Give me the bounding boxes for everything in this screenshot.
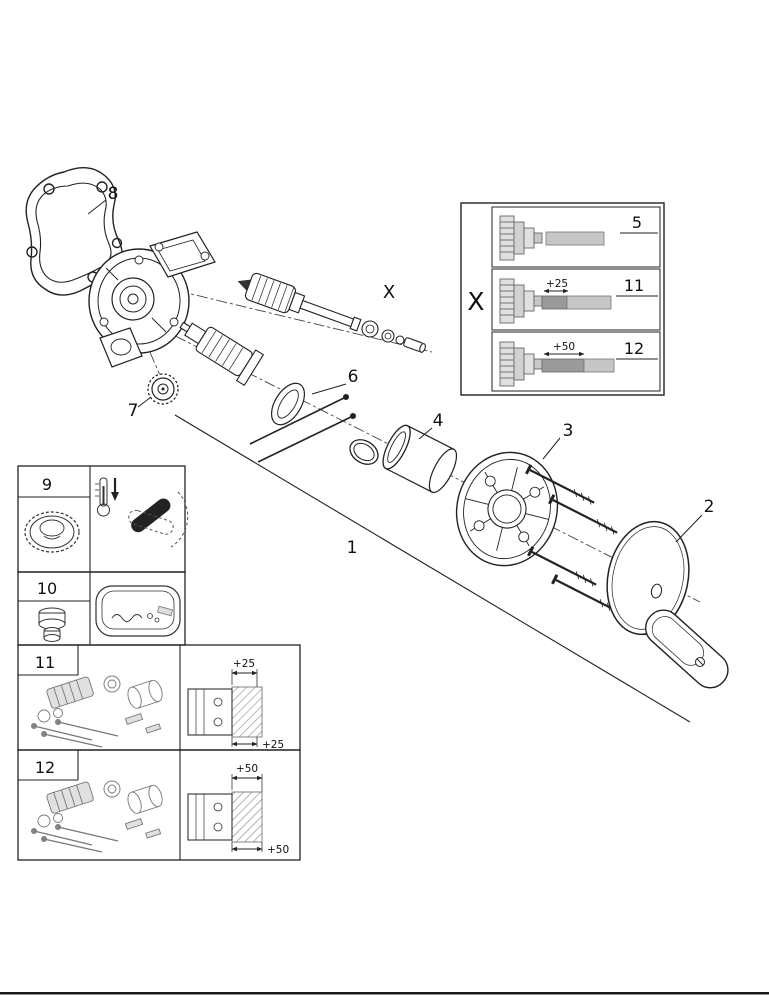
callout-6: 6: [348, 367, 359, 387]
variant-label-11: 11: [624, 276, 644, 295]
handle-adjust-icon: [128, 491, 189, 548]
limiter-cap-icon: [24, 511, 80, 553]
callout-2: 2: [704, 497, 715, 517]
variant-row-5: 5: [499, 213, 658, 261]
escutcheon-part-2: [606, 520, 729, 689]
variant-row-12: +50 12: [499, 339, 658, 387]
cartridge-icon: [499, 215, 543, 261]
leader-3: [542, 437, 561, 460]
wall-plate-part-3: [455, 451, 559, 567]
variant-row-11: +25 11: [499, 276, 658, 324]
variant-box-label: X: [467, 287, 484, 316]
bathtub-icon: [95, 585, 181, 637]
dim-11-top: +25: [233, 658, 255, 670]
callout-7: 7: [128, 401, 139, 421]
parts-cluster-12: [31, 780, 163, 853]
thermometer-icon: [95, 477, 119, 517]
sleeve-part-4: [382, 424, 458, 494]
cartridge-part-6: [179, 321, 356, 463]
callout-x: X: [383, 282, 395, 303]
section-diagram-11: +25 +25: [187, 658, 284, 751]
dim-12-top: +50: [236, 763, 258, 775]
spindle-assembly: [237, 272, 426, 353]
cartridge-icon: [499, 341, 543, 387]
inset-label-12: 12: [35, 758, 55, 777]
inset-box-12: [17, 749, 301, 861]
knob-part-7: [147, 373, 179, 405]
leader-2: [675, 514, 703, 543]
assembly-axis-line: [174, 414, 691, 723]
dim-plus25: +25: [546, 278, 568, 290]
cartridge-icon: [499, 278, 543, 324]
callout-1: 1: [347, 538, 358, 558]
inset-label-11: 11: [35, 653, 55, 672]
lever-handle: [645, 609, 729, 689]
handle-screw: [695, 657, 705, 667]
leader-6: [311, 383, 347, 395]
oring-part: [349, 439, 379, 465]
cartridge-screws: [249, 394, 356, 463]
leader-4: [418, 427, 433, 440]
leader-8: [87, 199, 107, 215]
callout-8: 8: [108, 184, 119, 204]
valve-body: [88, 231, 216, 368]
page-bottom-rule: [0, 992, 769, 995]
leader-7: [137, 396, 152, 408]
variant-label-12: 12: [624, 339, 644, 358]
callout-4: 4: [433, 411, 444, 431]
adaptor-part-icon: [38, 607, 66, 642]
dim-plus50: +50: [553, 341, 575, 353]
variant-label-5: 5: [632, 213, 642, 232]
variant-box: [460, 202, 665, 396]
callout-3: 3: [563, 421, 574, 441]
inset-label-10: 10: [37, 579, 57, 598]
section-diagram-12: +50 +50: [187, 763, 289, 856]
dim-12-bottom: +50: [267, 844, 289, 856]
parts-cluster-11: [31, 675, 163, 748]
inset-label-9: 9: [42, 475, 52, 494]
dim-11-bottom: +25: [262, 739, 284, 751]
